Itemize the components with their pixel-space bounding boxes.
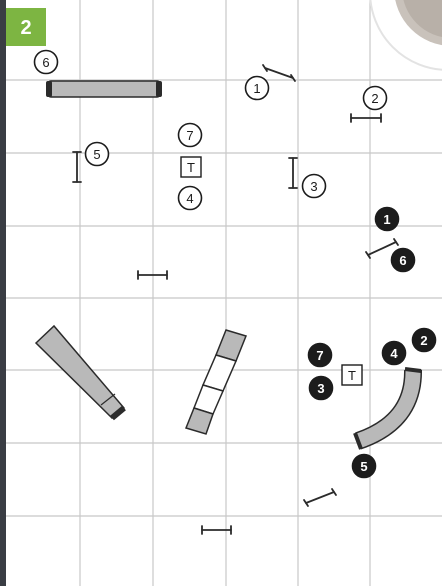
filled-marker-6: 6 [392,249,415,272]
section-badge-label: 2 [20,17,31,39]
outline-marker-label: 7 [186,128,193,143]
filled-marker-3: 3 [310,377,333,400]
filled-marker-1: 1 [376,208,399,231]
filled-marker-label: 6 [399,253,406,268]
outline-marker-1: 1 [246,77,269,100]
filled-marker-label: 3 [317,381,324,396]
outline-marker-label: 5 [93,147,100,162]
filled-marker-4: 4 [383,342,406,365]
filled-marker-label: 2 [420,333,427,348]
filled-marker-label: 7 [316,348,323,363]
table-box-label: T [187,160,195,175]
section-badge: 2 [6,8,46,46]
outline-marker-7: 7 [179,124,202,147]
outline-marker-label: 6 [42,55,49,70]
outline-marker-label: 3 [310,179,317,194]
outline-marker-4: 4 [179,187,202,210]
outline-marker-6: 6 [35,51,58,74]
table-box-t-upper: T [181,157,201,177]
outline-marker-label: 1 [253,81,260,96]
filled-marker-2: 2 [413,329,436,352]
filled-marker-7: 7 [309,344,332,367]
outline-marker-label: 4 [186,191,193,206]
filled-marker-5: 5 [353,455,376,478]
filled-marker-label: 5 [360,459,367,474]
outline-marker-label: 2 [371,91,378,106]
table-box-t-lower: T [342,365,362,385]
outline-marker-3: 3 [303,175,326,198]
long-tunnel [46,81,162,97]
filled-marker-label: 4 [390,346,398,361]
table-box-label: T [348,368,356,383]
outline-marker-2: 2 [364,87,387,110]
filled-marker-label: 1 [383,212,390,227]
outline-marker-5: 5 [86,143,109,166]
